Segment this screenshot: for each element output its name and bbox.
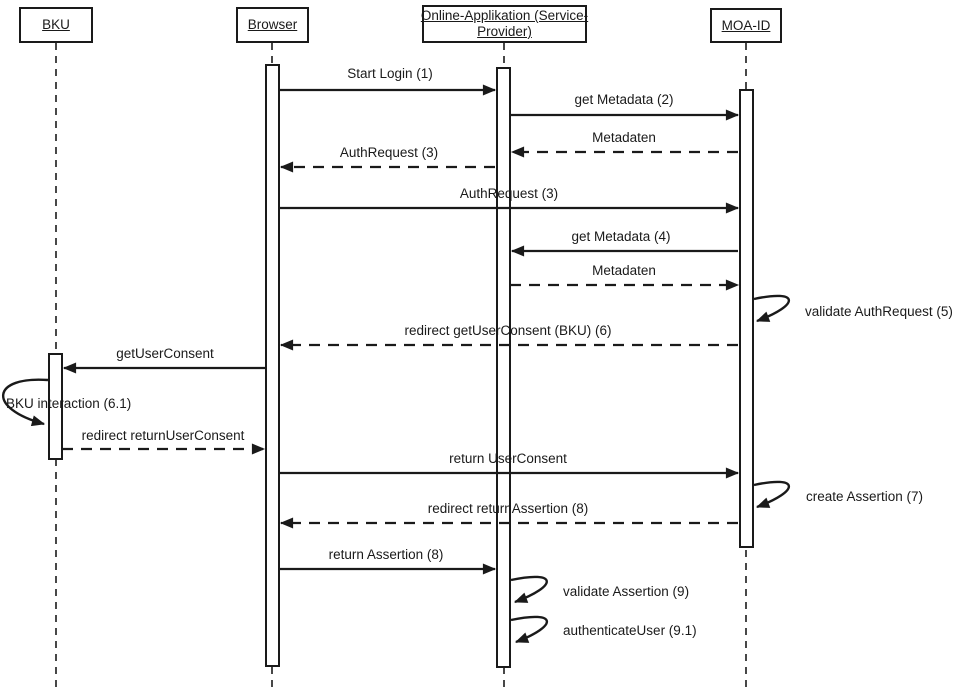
actor-box-bku: BKU (19, 7, 93, 43)
message-label-start-login: Start Login (1) (347, 66, 433, 81)
message-label-get-metadata-2: get Metadata (2) (574, 92, 674, 107)
message-label-return-assertion: return Assertion (8) (328, 547, 444, 562)
activation-bar-moa-id (739, 89, 754, 548)
actor-box-service-provider: Online-Applikation (Service- Provider) (420, 5, 589, 43)
message-label-authrequest-forward: AuthRequest (3) (459, 186, 559, 201)
message-label-return-userconsent: return UserConsent (449, 451, 567, 466)
actor-label-service-provider-line2: Provider) (477, 24, 532, 39)
message-label-bku-interaction: BKU interaction (6.1) (6, 396, 132, 411)
self-loop-validate-authrequest (753, 294, 790, 323)
activation-bar-service-provider (496, 67, 511, 668)
message-label-metadaten-1: Metadaten (592, 130, 656, 145)
message-label-getuserconsent: getUserConsent (116, 346, 214, 361)
self-loop-validate-assertion (510, 575, 548, 604)
actor-label-service-provider-line1: Online-Applikation (Service- (420, 8, 589, 23)
message-label-redirect-returnuserconsent: redirect returnUserConsent (81, 428, 245, 443)
message-label-validate-authrequest: validate AuthRequest (5) (805, 304, 953, 319)
message-label-authenticateuser: authenticateUser (9.1) (563, 623, 697, 638)
self-loop-create-assertion (753, 480, 790, 509)
message-label-create-assertion: create Assertion (7) (806, 489, 924, 504)
message-label-metadaten-2: Metadaten (592, 263, 656, 278)
actor-box-browser: Browser (236, 7, 309, 43)
actor-label-moa-id: MOA-ID (721, 17, 771, 33)
message-label-validate-assertion: validate Assertion (9) (563, 584, 690, 599)
message-label-authrequest-redirect: AuthRequest (3) (339, 145, 439, 160)
actor-box-moa-id: MOA-ID (710, 8, 782, 43)
message-label-redirect-returnassertion: redirect returnAssertion (8) (427, 501, 589, 516)
actor-label-browser: Browser (247, 17, 298, 32)
activation-bar-bku (48, 353, 63, 460)
message-label-get-metadata-4: get Metadata (4) (571, 229, 671, 244)
self-loop-authenticateuser (510, 615, 548, 644)
activation-bar-browser (265, 64, 280, 667)
actor-label-bku: BKU (42, 17, 70, 32)
self-loop-bku-interaction (2, 378, 49, 427)
message-label-redirect-getuserconsent: redirect getUserConsent (BKU) (6) (404, 323, 612, 338)
